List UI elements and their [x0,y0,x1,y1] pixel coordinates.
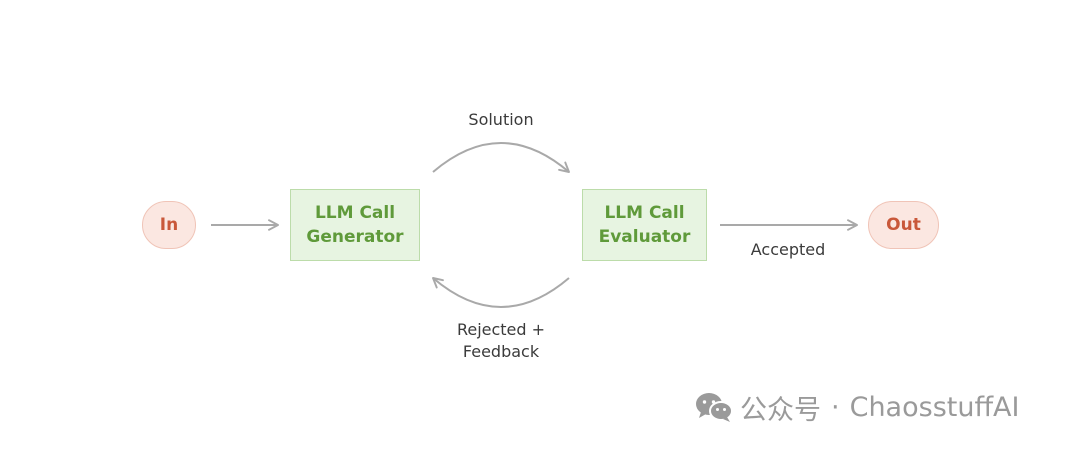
wechat-icon [696,393,733,422]
rejected-feedback-label: Rejected + Feedback [431,319,571,363]
watermark-channel: 公众号 [740,394,821,426]
accepted-label: Accepted [750,240,826,259]
solution-label: Solution [468,110,534,129]
watermark-separator: · [831,391,840,423]
rejected-label-line-1: Rejected + [456,320,546,339]
watermark: 公众号 · ChaosstuffAI [694,390,1066,426]
evaluator-node-line-2: Evaluator [598,227,691,247]
generator-node-line-2: Generator [306,227,404,247]
evaluator-node: LLM Call Evaluator [582,189,707,261]
input-node-label: In [159,215,179,235]
watermark-name: ChaosstuffAI [849,391,1020,423]
arrow-solution [432,142,570,173]
generator-node-line-1: LLM Call [314,203,396,223]
output-node: Out [868,201,939,249]
arrow-rejected-feedback [432,277,570,308]
input-node: In [142,201,196,249]
rejected-label-line-2: Feedback [462,342,540,361]
evaluator-node-line-1: LLM Call [604,203,685,223]
generator-node: LLM Call Generator [290,189,420,261]
output-node-label: Out [886,215,921,235]
